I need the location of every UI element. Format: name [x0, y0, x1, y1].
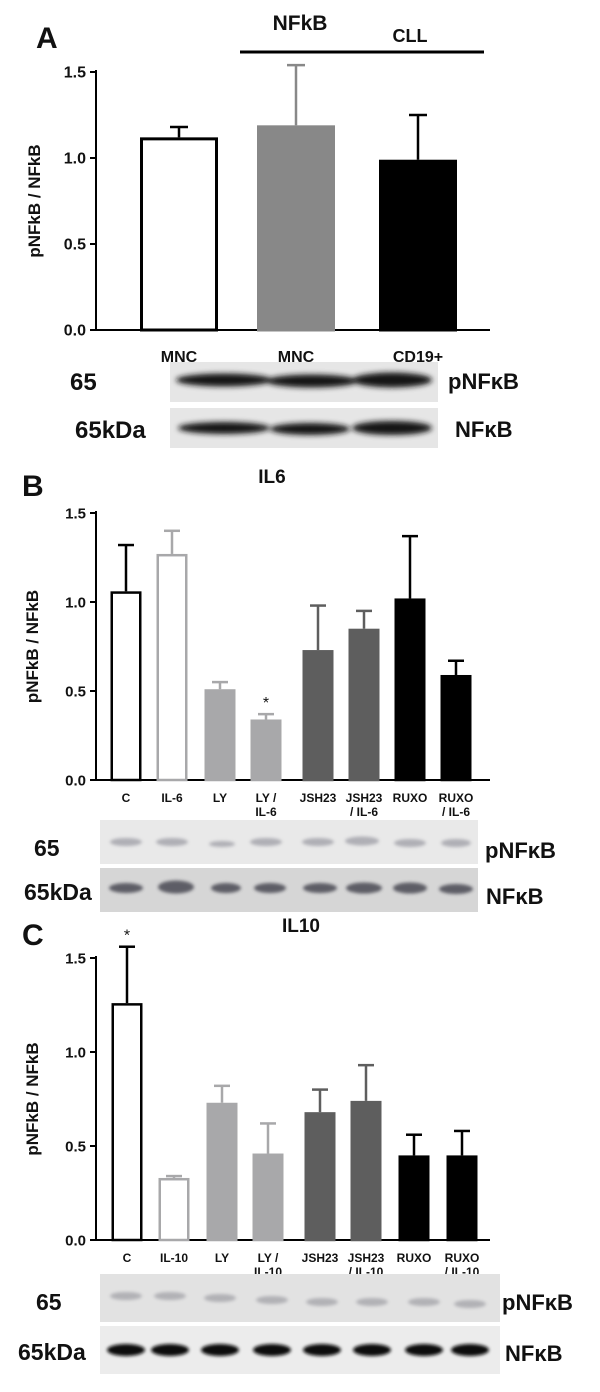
y-tick-label: 1.0 — [65, 1044, 86, 1061]
y-tick-label: 1.5 — [65, 950, 86, 967]
x-tick-label: MNC — [278, 349, 315, 366]
panel-b-blot-row1-left-label: 65 — [34, 835, 60, 861]
panel-a-blot-row1-bands — [176, 372, 432, 388]
y-tick-label: 1.5 — [64, 65, 86, 82]
bar — [206, 1102, 238, 1242]
panel-b: B IL6 0.0 0.5 1.0 1.5 pNFkB / NFkB C IL-6 LY LY … — [22, 467, 556, 912]
panel-c-blot-row2-left-label: 65kDa — [18, 1339, 86, 1365]
x-tick-label: IL-6 — [161, 791, 183, 805]
x-tick-label: LY / — [258, 1251, 279, 1265]
panel-a-blot-row1-left-label: 65 — [70, 369, 97, 396]
bar — [398, 1155, 430, 1242]
panel-b-title: IL6 — [258, 467, 285, 488]
x-tick-label: MNC — [161, 349, 198, 366]
bar — [350, 1100, 382, 1242]
bar — [379, 159, 457, 332]
panel-a-blot-row2-right-label: NFκB — [455, 417, 512, 442]
panel-b-blot-row2-right-label: NFκB — [486, 884, 543, 909]
bar — [302, 650, 334, 782]
x-tick-label: IL-6 — [255, 805, 277, 819]
y-axis-label: pNFkB / NFkB — [25, 144, 44, 257]
panel-a: A NFkB CLL 0.0 0.5 1.0 1.5 pNFkB / NFkB MNC MN… — [25, 12, 519, 448]
panel-c-blot-row1-bands — [110, 1292, 486, 1308]
y-tick-label: 0.5 — [65, 683, 86, 700]
panel-c: C IL10 0.0 0.5 1.0 1.5 pNFkB / NFkB C IL-10 LY L… — [18, 916, 573, 1374]
panel-c-blot: 65 65kDa pNFκB NFκB — [18, 1274, 573, 1374]
y-tick-label: 0.5 — [65, 1138, 86, 1155]
panel-a-blot-row1-right-label: pNFκB — [448, 369, 519, 394]
panel-c-blot-row2-bands — [107, 1344, 489, 1356]
x-tick-label: RUXO — [439, 791, 474, 805]
panel-c-letter: C — [22, 919, 44, 952]
significance-marker: * — [263, 695, 269, 712]
y-tick-label: 0.5 — [64, 237, 86, 254]
panel-a-blot: 65 65kDa pNFκB NFκB — [70, 362, 519, 448]
y-tick-label: 1.0 — [64, 151, 86, 168]
panel-c-blot-row2-right-label: NFκB — [505, 1341, 562, 1366]
bar — [394, 598, 426, 782]
bar — [204, 689, 236, 782]
bar — [140, 137, 218, 332]
panel-a-letter: A — [36, 22, 58, 55]
bar — [110, 591, 142, 782]
y-tick-label: 0.0 — [64, 323, 86, 340]
bar — [348, 628, 380, 782]
bar — [252, 1153, 284, 1242]
x-tick-label: C — [123, 1251, 132, 1265]
bar — [446, 1155, 478, 1242]
panel-b-blot-row1-right-label: pNFκB — [485, 838, 556, 863]
panel-b-blot: 65 65kDa pNFκB NFκB — [24, 820, 556, 912]
bar — [111, 1003, 143, 1242]
panel-c-blot-row1-right-label: pNFκB — [502, 1290, 573, 1315]
x-tick-label: JSH23 — [346, 791, 383, 805]
y-tick-label: 1.0 — [65, 594, 86, 611]
panel-a-blot-row2-left-label: 65kDa — [75, 417, 146, 444]
panel-a-group-label: NFkB — [273, 12, 328, 35]
y-tick-label: 0.0 — [65, 1232, 86, 1249]
x-tick-label: / IL-6 — [350, 805, 378, 819]
panel-b-blot-row1-bands — [110, 836, 471, 847]
y-axis-label: pNFkB / NFkB — [23, 590, 42, 703]
x-tick-label: LY / — [256, 791, 277, 805]
x-tick-label: C — [122, 791, 131, 805]
x-tick-label: CD19+ — [393, 349, 443, 366]
bar — [156, 553, 188, 782]
x-tick-label: LY — [215, 1251, 229, 1265]
x-tick-label: / IL-6 — [442, 805, 470, 819]
bar — [250, 719, 282, 782]
panel-c-blot-row1-left-label: 65 — [36, 1289, 62, 1315]
chart-a: 0.0 0.5 1.0 1.5 pNFkB / NFkB MNC MNC CD19+ — [25, 63, 490, 366]
x-tick-label: RUXO — [393, 791, 428, 805]
x-tick-label: JSH23 — [300, 791, 337, 805]
bar — [440, 674, 472, 782]
panel-b-blot-row2-bands — [109, 880, 473, 894]
panel-a-blot-row2-bands — [178, 421, 432, 435]
x-tick-label: LY — [213, 791, 227, 805]
bar — [257, 125, 335, 332]
panel-b-blot-row2-left-label: 65kDa — [24, 879, 92, 905]
panel-b-letter: B — [22, 470, 44, 503]
x-tick-label: RUXO — [445, 1251, 480, 1265]
x-tick-label: JSH23 — [302, 1251, 339, 1265]
y-tick-label: 0.0 — [65, 772, 86, 789]
x-tick-label: JSH23 — [348, 1251, 385, 1265]
bar — [304, 1112, 336, 1242]
x-tick-label: IL-10 — [160, 1251, 188, 1265]
y-tick-label: 1.5 — [65, 505, 86, 522]
panel-c-title: IL10 — [282, 916, 320, 937]
x-tick-label: RUXO — [397, 1251, 432, 1265]
panel-a-cll-label: CLL — [393, 26, 428, 46]
y-axis-label: pNFkB / NFkB — [23, 1042, 42, 1155]
significance-marker: * — [124, 928, 130, 945]
bar — [158, 1177, 190, 1242]
